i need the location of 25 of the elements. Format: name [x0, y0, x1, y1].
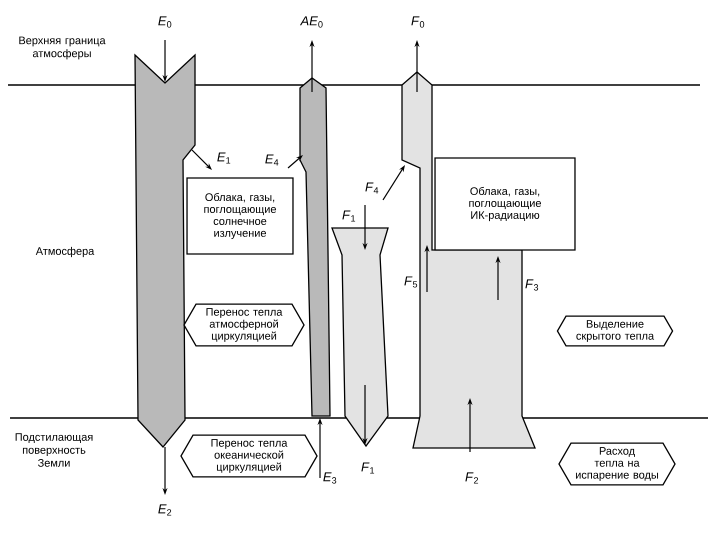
flux-label: F$_{4}$: [365, 182, 378, 194]
band-shape: [299, 77, 331, 417]
flux-label: F$_{3}$: [525, 279, 538, 291]
hexagon-box: Перенос тепла атмосферной циркуляцией: [183, 304, 305, 346]
flux-label: E$_{3}$: [323, 472, 336, 484]
text-box: Облака, газы, поглощающие ИК-радиацию: [434, 157, 576, 251]
band-shape: [134, 54, 196, 448]
text-box: Облака, газы, поглощающие солнечное излучение: [186, 177, 294, 255]
flux-label: F$_{0}$: [411, 16, 424, 28]
flux-label: F$_{1}$: [342, 210, 356, 222]
flux-label: E$_{2}$: [158, 504, 172, 516]
hexagon-box: Расход тепла на испарение воды: [558, 442, 676, 486]
flux-label: F$_{1}$: [361, 462, 374, 474]
flux-label: E$_{4}$: [265, 154, 278, 166]
flux-label: E$_{1}$: [217, 152, 230, 164]
layer-label: Верхняя граница атмосферы: [19, 36, 106, 60]
layer-label: Атмосфера: [36, 246, 94, 258]
flux-label: E$_{0}$: [158, 16, 172, 28]
flux-label: F$_{2}$: [465, 472, 478, 484]
band-shape: [331, 227, 389, 448]
flux-label: F$_{5}$: [404, 276, 418, 288]
layer-label: Подстилающая поверхность Земли: [16, 433, 92, 467]
hexagon-box: Перенос тепла океанической циркуляцией: [180, 434, 318, 478]
flux-label: AE$_{0}$: [300, 16, 323, 28]
hexagon-box: Выделение скрытого тепла: [556, 315, 674, 347]
